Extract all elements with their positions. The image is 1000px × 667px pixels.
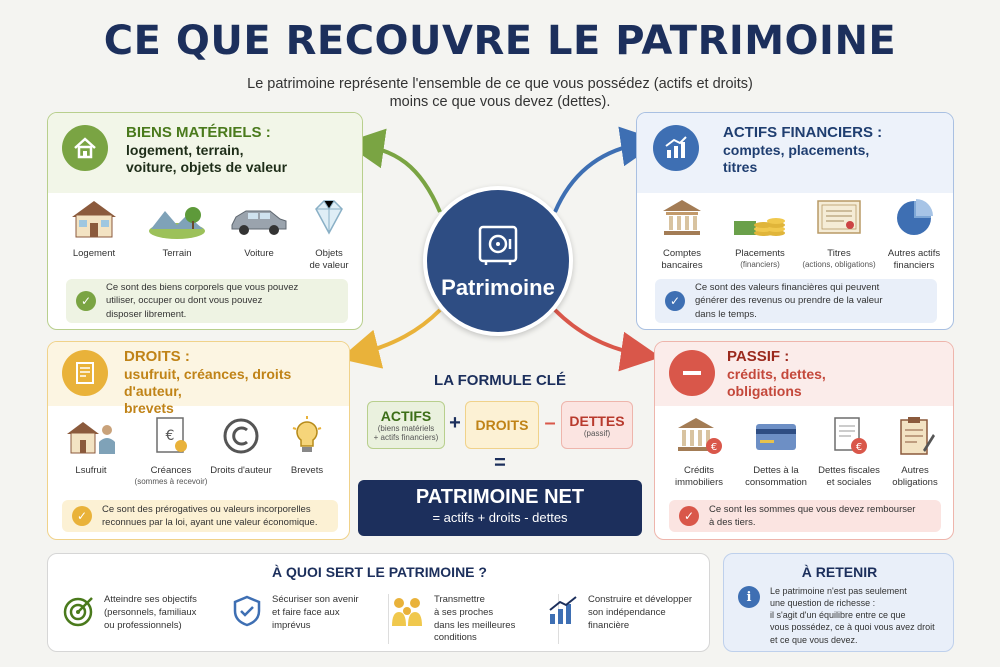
usage-item-objectifs: Atteindre ses objectifs(personnels, fami…: [62, 594, 212, 632]
check-icon: ✓: [72, 506, 92, 526]
passif-card: PASSIF : crédits, dettes, obligations € …: [654, 341, 954, 540]
subtitle-line-1: Le patrimoine représente l'ensemble de c…: [247, 76, 753, 92]
receivable-icon: €: [156, 417, 187, 453]
divider: [388, 594, 389, 644]
svg-text:€: €: [166, 428, 175, 444]
item-label: Logement: [72, 248, 116, 259]
document-icon: [62, 350, 108, 396]
droits-subtitle-1: usufruit, créances, droits d'auteur,: [124, 366, 292, 399]
biens-subtitle-2: voiture, objets de valeur: [126, 158, 288, 175]
usage-section: À QUOI SERT LE PATRIMOINE ? Atteindre se…: [47, 553, 710, 652]
item-titres: Titres(actions, obligations): [793, 195, 885, 271]
usage-title: À QUOI SERT LE PATRIMOINE ?: [272, 564, 487, 580]
item-label: Terrain: [162, 248, 192, 259]
check-icon: ✓: [679, 506, 699, 526]
passif-title: PASSIF :: [727, 348, 790, 365]
bank-icon: [663, 200, 701, 235]
growth-chart-icon: [549, 596, 577, 624]
biens-note: ✓ Ce sont des biens corporels que vous p…: [66, 279, 348, 323]
biens-title: BIENS MATÉRIELS :: [126, 124, 271, 141]
info-icon: i: [738, 586, 760, 608]
check-icon: ✓: [665, 291, 685, 311]
item-creances: € Créances(sommes à recevoir): [128, 414, 214, 488]
item-voiture: Voiture: [223, 195, 295, 260]
certificate-icon: [817, 200, 861, 234]
droits-note: ✓ Ce sont des prérogatives ou valeurs in…: [62, 500, 338, 532]
patrimoine-net-label: PATRIMOINE NET: [415, 486, 585, 508]
passif-subtitle-2: obligations: [727, 382, 802, 399]
patrimoine-center-circle: Patrimoine: [423, 186, 573, 336]
droits-card: DROITS : usufruit, créances, droits d'au…: [47, 341, 350, 540]
safe-icon: [478, 225, 518, 265]
actifs-title: ACTIFS FINANCIERS :: [723, 124, 883, 141]
minus-icon: [669, 350, 715, 396]
item-droits-auteur: Droits d'auteur: [204, 414, 278, 477]
family-icon: [392, 598, 422, 626]
growth-chart-icon: [653, 125, 699, 171]
biens-subtitle-1: logement, terrain,: [126, 142, 244, 158]
item-brevets: Brevets: [272, 414, 342, 477]
house-icon: [72, 201, 116, 238]
page-title: CE QUE RECOUVRE LE PATRIMOINE: [103, 18, 897, 64]
formula-minus: –: [544, 412, 556, 434]
car-icon: [231, 210, 287, 235]
formula-actifs-box: ACTIFS (biens matériels + actifs financi…: [367, 401, 445, 449]
patrimoine-net-box: PATRIMOINE NET = actifs + droits - dette…: [358, 480, 642, 536]
formula-equals: =: [494, 452, 506, 474]
lightbulb-icon: [292, 416, 322, 452]
retenir-title: À RETENIR: [801, 564, 878, 580]
actifs-subtitle-2: titres: [723, 158, 758, 175]
actifs-subtitle-1: comptes, placements,: [723, 142, 870, 158]
subtitle-line-2: moins ce que vous devez (dettes).: [389, 94, 611, 110]
item-terrain: Terrain: [141, 195, 213, 260]
retenir-section: À RETENIR i Le patrimoine n'est pas seul…: [723, 553, 954, 652]
clipboard-icon: [900, 417, 935, 455]
target-icon: [63, 597, 93, 627]
biens-materiels-card: BIENS MATÉRIELS : logement, terrain, voi…: [47, 112, 363, 330]
item-usufruit: Lsufruit: [56, 414, 126, 477]
formula-plus: +: [449, 412, 461, 434]
formula-droits-box: DROITS: [465, 401, 539, 449]
item-placements: Placements(financiers): [721, 195, 799, 271]
house-icon: [62, 125, 108, 171]
droits-title: DROITS :: [124, 348, 190, 365]
passif-subtitle-1: crédits, dettes,: [727, 366, 826, 382]
actifs-note: ✓ Ce sont des valeurs financières qui pe…: [655, 279, 937, 323]
copyright-icon: [223, 418, 259, 454]
coins-icon: [734, 218, 785, 236]
actifs-financiers-card: ACTIFS FINANCIERS : comptes, placements,…: [636, 112, 954, 330]
pie-chart-icon: [897, 199, 933, 235]
tax-document-icon: €: [834, 417, 867, 454]
svg-text:€: €: [856, 442, 862, 453]
bank-euro-icon: €: [678, 418, 722, 454]
diamond-icon: [315, 200, 343, 235]
credit-card-icon: [756, 424, 796, 450]
passif-note: ✓ Ce sont les sommes que vous devez remb…: [669, 500, 941, 532]
center-label: Patrimoine: [441, 275, 555, 300]
check-icon: ✓: [76, 291, 96, 311]
item-label: Voiture: [244, 248, 274, 259]
shield-check-icon: [233, 595, 261, 627]
usufruct-icon: [67, 422, 115, 454]
item-logement: Logement: [58, 195, 130, 260]
droits-subtitle-2: brevets: [124, 399, 174, 416]
formula-dettes-box: DETTES (passif): [561, 401, 633, 449]
land-icon: [149, 207, 205, 239]
svg-text:€: €: [711, 442, 717, 453]
patrimoine-net-formula: = actifs + droits - dettes: [432, 510, 568, 525]
formula-title: LA FORMULE CLÉ: [434, 372, 566, 389]
